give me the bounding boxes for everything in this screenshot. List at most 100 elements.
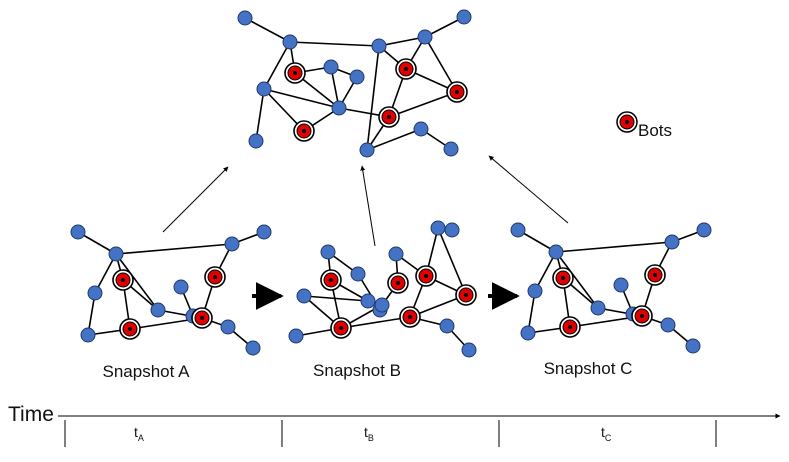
graph-node [359,142,375,158]
graph-edge [255,88,265,142]
bot-node [552,267,574,289]
graph-node [444,222,460,238]
bot-node [112,269,134,291]
graph-node [350,266,366,282]
graph-node [237,10,253,26]
interval-c-label: tC [601,424,612,443]
bot-node [455,284,477,306]
graph-node [70,224,86,240]
arrow-a-to-aggregate [162,166,229,233]
bot-node-icon [616,111,638,133]
graph-node [413,121,429,137]
arrow-c-to-aggregate [488,155,569,224]
graph-node [288,328,304,344]
aggregation-arrows [162,155,569,247]
interval-b-sub: B [368,433,374,443]
graph-edge [340,316,411,329]
graph-edge [378,36,426,47]
bot-node [330,317,352,339]
bot-node [191,307,213,329]
timeline: Time tA tB tC [8,403,781,447]
bot-node [378,106,400,128]
graph-node [417,29,433,45]
graph-node [320,244,336,260]
snapshot-a-label: Snapshot A [103,362,191,381]
bot-node [559,316,581,338]
graph-node [374,297,390,313]
graph-node [548,244,564,260]
graph-node [349,69,365,85]
interval-c-sub: C [605,433,612,443]
interval-c-base: t [601,424,605,440]
graph-node [443,141,459,157]
bot-node [644,264,666,286]
graph-edge [437,227,467,296]
graph-node [331,100,347,116]
graph-node [108,246,124,262]
graph-node [224,236,240,252]
graph-edge [388,91,458,118]
graph-node [664,234,680,250]
graph-node [80,327,96,343]
graph-edge [244,17,291,43]
bot-node [204,266,226,288]
arrow-b-to-aggregate [360,165,376,247]
graph-node [696,222,712,238]
bot-node [320,269,342,291]
graph-edge [366,128,422,151]
snapshot-b-graph [288,220,477,358]
graph-edge [555,251,599,309]
graph-node [685,338,701,354]
graph-node [613,277,629,293]
bot-node [119,318,141,340]
graph-node [150,302,166,318]
interval-b-label: tB [364,424,374,443]
graph-node [510,222,526,238]
bot-node [387,272,409,294]
graph-edge [366,45,380,151]
snapshot-c-label: Snapshot C [544,359,633,378]
graph-edge [263,41,291,90]
graph-node [520,325,536,341]
bot-node [631,305,653,327]
graph-edge [263,88,340,109]
graph-node [256,224,272,240]
graph-node [245,340,261,356]
bot-node [284,62,306,84]
legend: Bots [616,111,672,140]
graph-edge [303,295,369,302]
aggregated-graph [237,9,472,158]
graph-node [282,34,298,50]
graph-node [220,319,236,335]
graph-node [248,133,264,149]
graph-node [388,246,404,262]
bot-node [399,306,421,328]
graph-node [430,220,446,236]
graph-node [590,300,606,316]
interval-b-base: t [364,424,368,440]
graph-node [660,317,676,333]
bot-node [293,120,315,142]
interval-a-base: t [134,424,138,440]
snapshot-b-label: Snapshot B [313,361,401,380]
graph-edge [289,41,380,47]
timeline-title: Time [8,403,54,426]
graph-node [296,288,312,304]
interval-a-sub: A [138,433,144,443]
graph-node [456,9,472,25]
interval-a-label: tA [134,424,144,443]
snapshot-a-graph [70,224,272,356]
graph-node [371,38,387,54]
graph-edge [115,243,233,255]
legend-label: Bots [638,121,672,140]
bot-node [415,265,437,287]
graph-node [439,318,455,334]
graph-edge [555,241,673,253]
graph-node [173,279,189,295]
graph-node [87,285,103,301]
bot-node [446,81,468,103]
bot-node [395,58,417,80]
graph-edge [115,253,159,311]
graph-node [256,81,272,97]
graph-node [323,59,339,75]
